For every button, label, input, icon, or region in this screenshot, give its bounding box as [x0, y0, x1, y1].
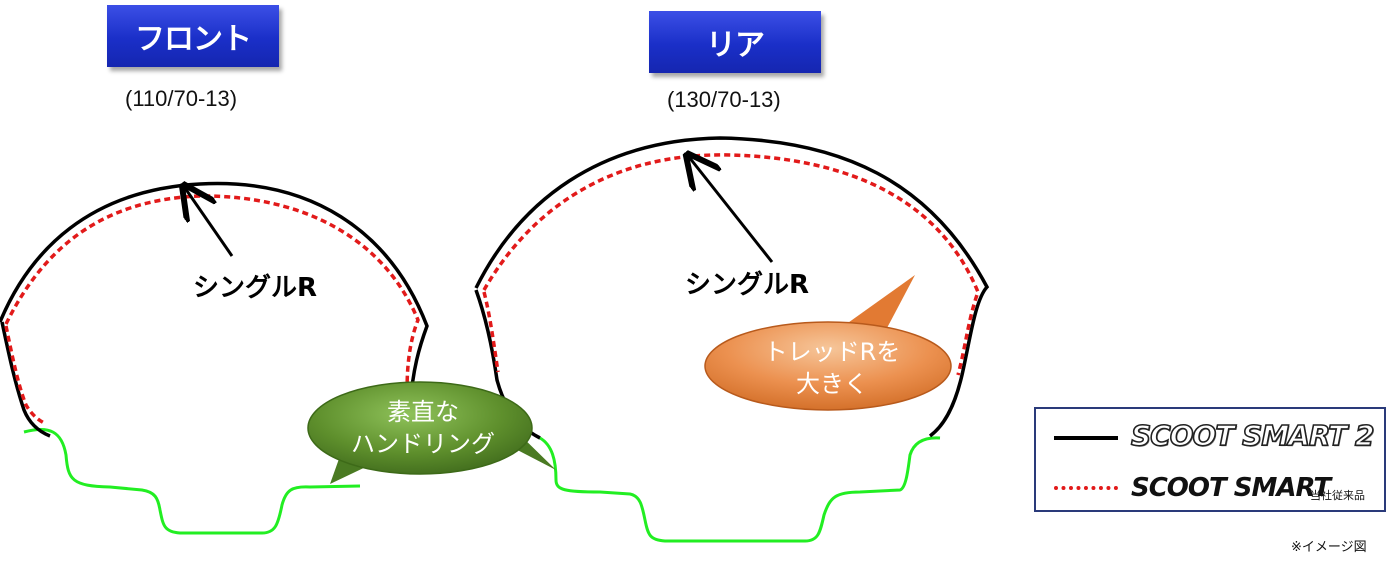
legend: SCOOT SMART 2 SCOOT SMART 当社従来品 — [1034, 407, 1386, 512]
legend-solid-line — [1054, 436, 1118, 440]
rear-title: リア — [649, 11, 821, 73]
rear-radius-arrow — [689, 157, 774, 263]
legend-old-note: 当社従来品 — [1310, 489, 1365, 502]
rear-title-text: リア — [706, 28, 765, 63]
front-profile-new-left — [0, 321, 51, 438]
front-profile-old — [4, 194, 420, 411]
front-title-text: フロント — [135, 22, 252, 57]
front-profile-old-left — [4, 325, 47, 426]
rear-radius-label: シングルR — [685, 270, 809, 300]
front-title: フロント — [107, 5, 279, 67]
front-profile-new — [0, 181, 429, 411]
front-callout-line-1: 素直な — [387, 398, 459, 426]
legend-old-product: SCOOT SMART — [1131, 473, 1331, 503]
front-rim — [23, 427, 361, 535]
rear-rim — [539, 436, 941, 543]
rear-callout — [704, 275, 952, 411]
front-size-label: (110/70-13) — [125, 86, 238, 111]
rear-callout-line-2: 大きく — [796, 370, 868, 398]
legend-dotted-line — [1054, 486, 1118, 490]
rear-profile-new — [474, 136, 990, 438]
rear-size-label: (130/70-13) — [667, 87, 781, 112]
front-radius-arrow — [185, 188, 234, 257]
rear-callout-line-1: トレッドRを — [764, 338, 901, 366]
front-callout-line-2: ハンドリング — [351, 430, 495, 458]
front-radius-label: シングルR — [193, 273, 317, 303]
front-tire — [0, 181, 429, 535]
rear-profile-old-left — [482, 291, 500, 373]
front-callout — [307, 381, 556, 484]
legend-new-product: SCOOT SMART 2 — [1130, 418, 1375, 453]
image-caption: ※イメージ図 — [1291, 540, 1367, 555]
